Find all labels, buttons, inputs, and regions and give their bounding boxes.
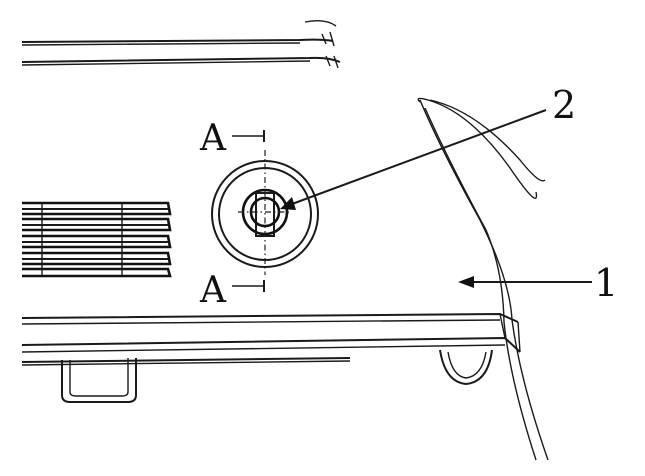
callout-label-2: 2 (552, 83, 576, 127)
base-foot-right (439, 349, 493, 386)
section-marker-bottom: A (199, 270, 265, 311)
callout-1: 1 (458, 261, 618, 305)
base-frame (21, 312, 521, 366)
section-marker-top: A (199, 118, 265, 159)
curved-edge (417, 97, 549, 461)
callout-label-1: 1 (594, 261, 618, 305)
base-foot-left (61, 358, 137, 403)
section-label-top: A (199, 118, 227, 159)
top-edge-lines (21, 19, 341, 69)
lock-knob[interactable] (211, 150, 319, 275)
vent-louvers (22, 201, 172, 278)
callout-2: 2 (280, 83, 576, 210)
section-label-bottom: A (199, 270, 227, 311)
